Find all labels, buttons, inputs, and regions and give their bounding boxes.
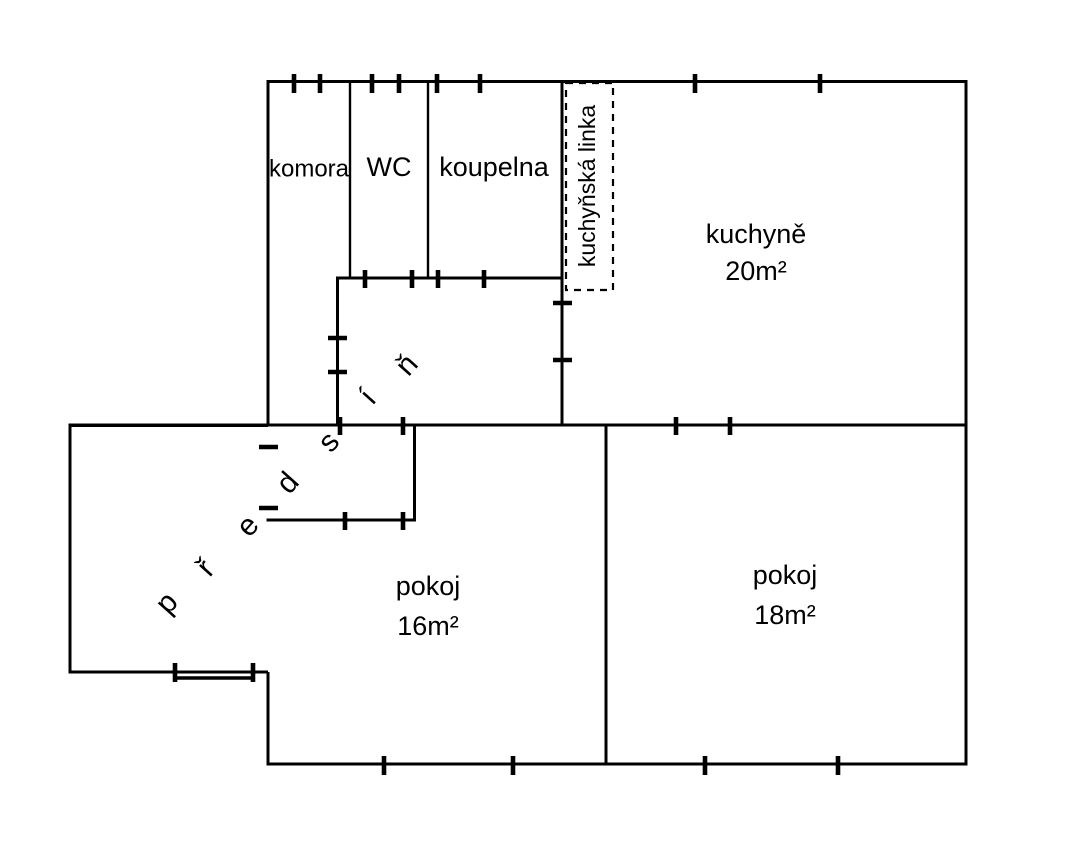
kitchen-counter-group: kuchyňská linka [564,81,615,292]
label-wc: WC [367,152,412,182]
kuchynska-linka-outline [564,81,615,292]
label-komora: komora [269,155,350,182]
predsin-letter-6: ň [389,348,425,382]
label-pokoj16-area: 16m² [397,611,459,641]
label-pokoj16-name: pokoj [396,571,461,601]
predsin-letter-3: d [270,466,306,500]
kuchynska-linka-label: kuchyňská linka [574,105,600,268]
outer-walls [68,80,968,766]
interior-walls [68,81,966,766]
label-predsin: p ř e d s í ň [149,348,425,620]
room-labels: komora WC koupelna kuchyně 20m² pokoj 16… [269,152,817,641]
predsin-letter-1: ř [190,552,222,582]
label-pokoj18-name: pokoj [753,560,818,590]
window-ticks [259,74,841,775]
entrance-door[interactable] [172,663,256,682]
predsin-letter-2: e [230,509,266,543]
predsin-letter-5: í [353,382,384,411]
label-kuchyne-name: kuchyně [706,219,807,249]
predsin-letter-0: p [149,586,185,620]
label-kuchyne-area: 20m² [725,256,787,286]
label-koupelna: koupelna [439,152,550,182]
label-pokoj18-area: 18m² [754,600,816,630]
